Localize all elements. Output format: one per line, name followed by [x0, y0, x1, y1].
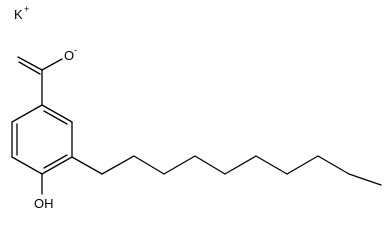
carbonyl-double-bond-inner: [18, 61, 41, 75]
ring-bond-6: [11, 104, 43, 123]
chain-bond-2: [101, 155, 135, 175]
potassium-symbol: K: [14, 7, 23, 22]
chain-bond-1: [71, 156, 103, 175]
chain-bond-9: [317, 155, 350, 175]
carbonyl-double-bond-outer: [17, 56, 43, 71]
ring-inner-double-1: [43, 110, 68, 125]
ring-bond-1: [41, 104, 73, 123]
chain-bond-7: [255, 155, 288, 175]
chain-bond-5: [194, 155, 226, 175]
chain-bond-8: [286, 155, 319, 175]
carboxylate-oxygen-charge: -: [74, 45, 77, 55]
ring-inner-double-2: [43, 154, 68, 169]
carboxylate-single-bond: [41, 58, 63, 71]
chain-bond-4: [163, 155, 196, 175]
carboxylate-oxygen-symbol: O: [64, 48, 74, 63]
potassium-charge: +: [24, 4, 29, 14]
chain-bond-3: [133, 155, 165, 175]
hydroxyl-label: OH: [34, 196, 54, 211]
chain-bond-10: [348, 173, 382, 186]
chain-bond-6: [224, 155, 257, 175]
ring-bond-3: [41, 156, 73, 175]
ring-bond-4: [11, 156, 43, 175]
